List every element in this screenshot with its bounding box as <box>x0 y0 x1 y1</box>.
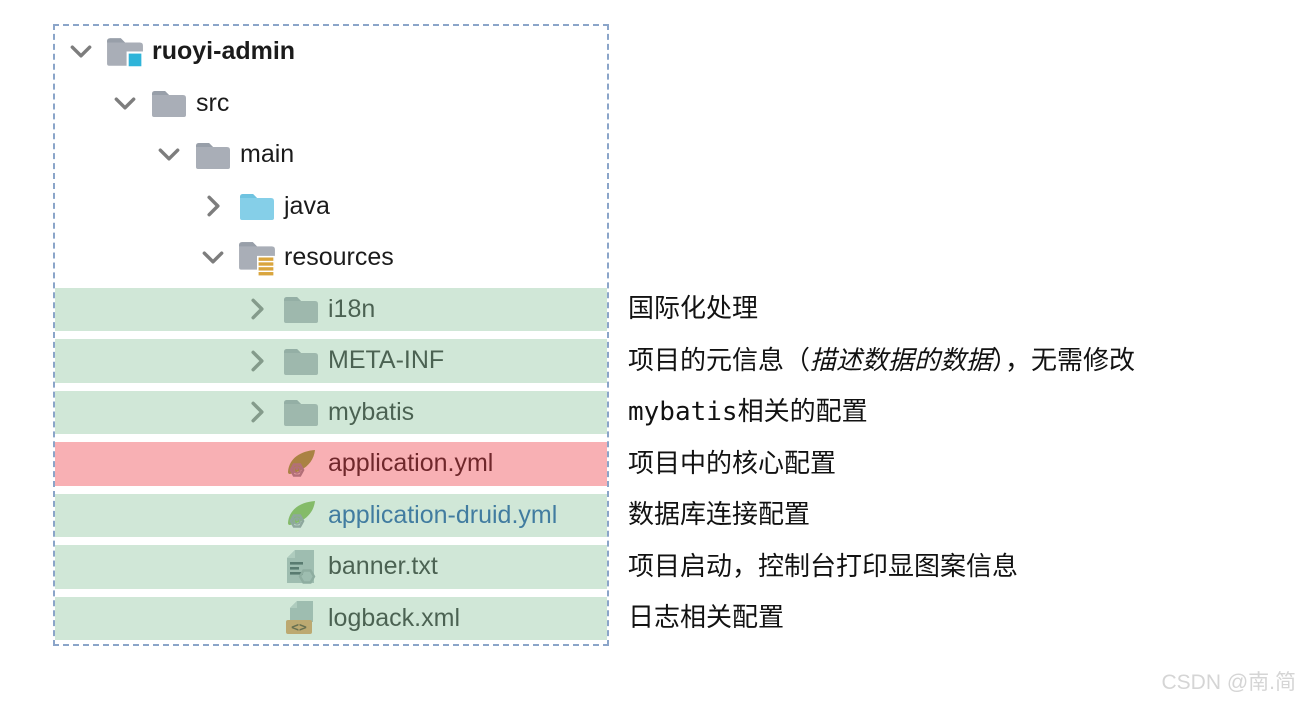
sources-folder-icon <box>238 187 276 225</box>
annotation-banner-txt: 项目启动，控制台打印显图案信息 <box>628 551 1019 581</box>
tree-item-label: banner.txt <box>328 552 438 581</box>
tree-row-application-druid-yml[interactable]: application-druid.yml <box>55 490 607 542</box>
chevron-down-icon[interactable] <box>64 45 98 58</box>
csdn-watermark: CSDN @南.简 <box>1161 671 1297 694</box>
tree-item-label: ruoyi-admin <box>152 37 296 66</box>
tree-row-meta-inf[interactable]: META-INF <box>55 335 607 387</box>
annotation-logback-xml: 日志相关配置 <box>628 602 785 632</box>
tree-row-i18n[interactable]: i18n <box>55 284 607 336</box>
annotation-meta-inf: 项目的元信息（描述数据的数据），无需修改 <box>628 345 1136 375</box>
tree-item-label: resources <box>284 243 394 272</box>
spring-config-icon <box>282 496 320 534</box>
annotation-i18n: 国际化处理 <box>628 293 759 323</box>
chevron-right-icon[interactable] <box>240 401 274 423</box>
tree-item-label: logback.xml <box>328 603 460 632</box>
tree-row-mybatis[interactable]: mybatis <box>55 387 607 439</box>
tree-row-banner-txt[interactable]: banner.txt <box>55 541 607 593</box>
tree-item-label: mybatis <box>328 397 415 426</box>
annotation-application-yml: 项目中的核心配置 <box>628 448 837 478</box>
tree-item-label: META-INF <box>328 346 445 375</box>
annotation-mybatis: mybatis相关的配置 <box>628 396 868 427</box>
chevron-down-icon[interactable] <box>108 97 142 110</box>
folder-icon <box>282 290 320 328</box>
folder-icon <box>282 342 320 380</box>
chevron-down-icon[interactable] <box>196 251 230 264</box>
tree-row-application-yml[interactable]: application.yml <box>55 438 607 490</box>
folder-icon <box>150 84 188 122</box>
xml-file-icon <box>282 599 320 637</box>
tree-item-label: application.yml <box>328 449 494 478</box>
tree-item-label: java <box>284 191 330 220</box>
tree-row-java[interactable]: java <box>55 181 607 233</box>
tree-item-label: i18n <box>328 294 376 323</box>
tree-row-logback-xml[interactable]: logback.xml <box>55 593 607 645</box>
chevron-right-icon[interactable] <box>240 350 274 372</box>
spring-config-icon <box>282 445 320 483</box>
module-folder-icon <box>106 33 144 71</box>
folder-icon <box>282 393 320 431</box>
tree-row-resources[interactable]: resources <box>55 232 607 284</box>
text-file-icon <box>282 548 320 586</box>
tree-item-label: application-druid.yml <box>328 500 558 529</box>
tree-item-label: src <box>196 88 230 117</box>
folder-icon <box>194 136 232 174</box>
tree-item-label: main <box>240 140 295 169</box>
chevron-right-icon[interactable] <box>196 195 230 217</box>
chevron-right-icon[interactable] <box>240 298 274 320</box>
chevron-down-icon[interactable] <box>152 148 186 161</box>
project-tree-panel: ruoyi-admin src main java resources i18n <box>53 24 609 646</box>
tree-row-main[interactable]: main <box>55 129 607 181</box>
tree-row-src[interactable]: src <box>55 78 607 130</box>
tree-row-ruoyi-admin[interactable]: ruoyi-admin <box>55 26 607 78</box>
resources-folder-icon <box>238 239 276 277</box>
annotation-application-druid-yml: 数据库连接配置 <box>628 499 811 529</box>
